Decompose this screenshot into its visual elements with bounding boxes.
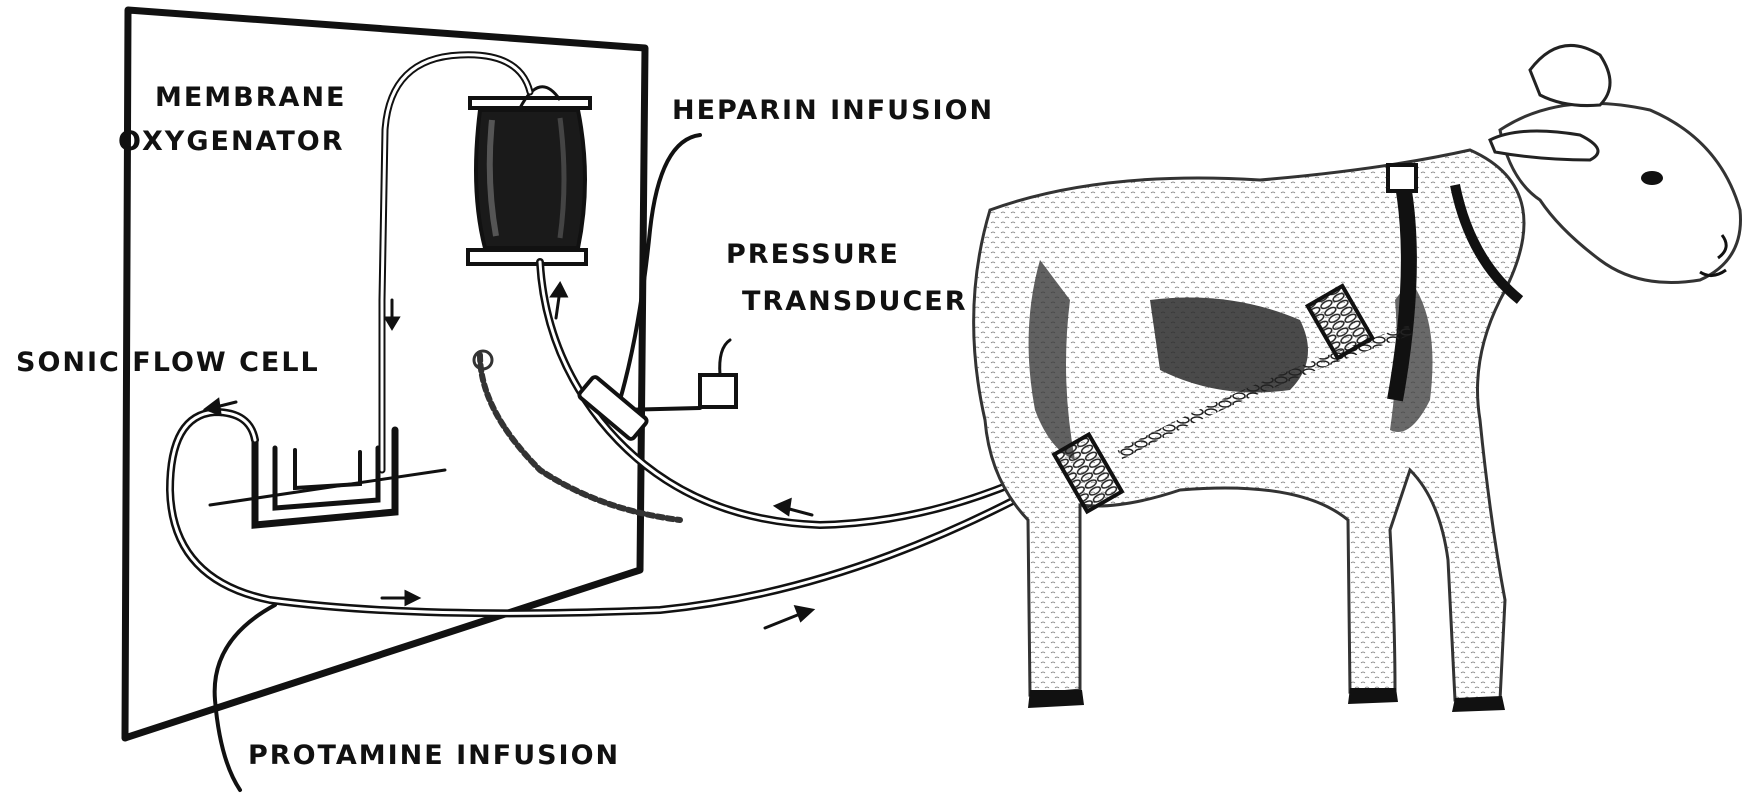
label-protamine: PROTAMINE INFUSION: [248, 740, 620, 771]
label-membrane-line1: MEMBRANE: [155, 82, 347, 113]
label-membrane-line2: OXYGENATOR: [118, 126, 345, 157]
label-sonic: SONIC FLOW CELL: [16, 347, 320, 378]
label-pressure-line1: PRESSURE: [726, 239, 900, 270]
label-pressure-line2: TRANSDUCER: [742, 286, 968, 317]
sheep-illustration: [974, 45, 1741, 712]
oxygenator-coil-icon: [468, 87, 590, 264]
label-heparin: HEPARIN INFUSION: [672, 95, 994, 126]
